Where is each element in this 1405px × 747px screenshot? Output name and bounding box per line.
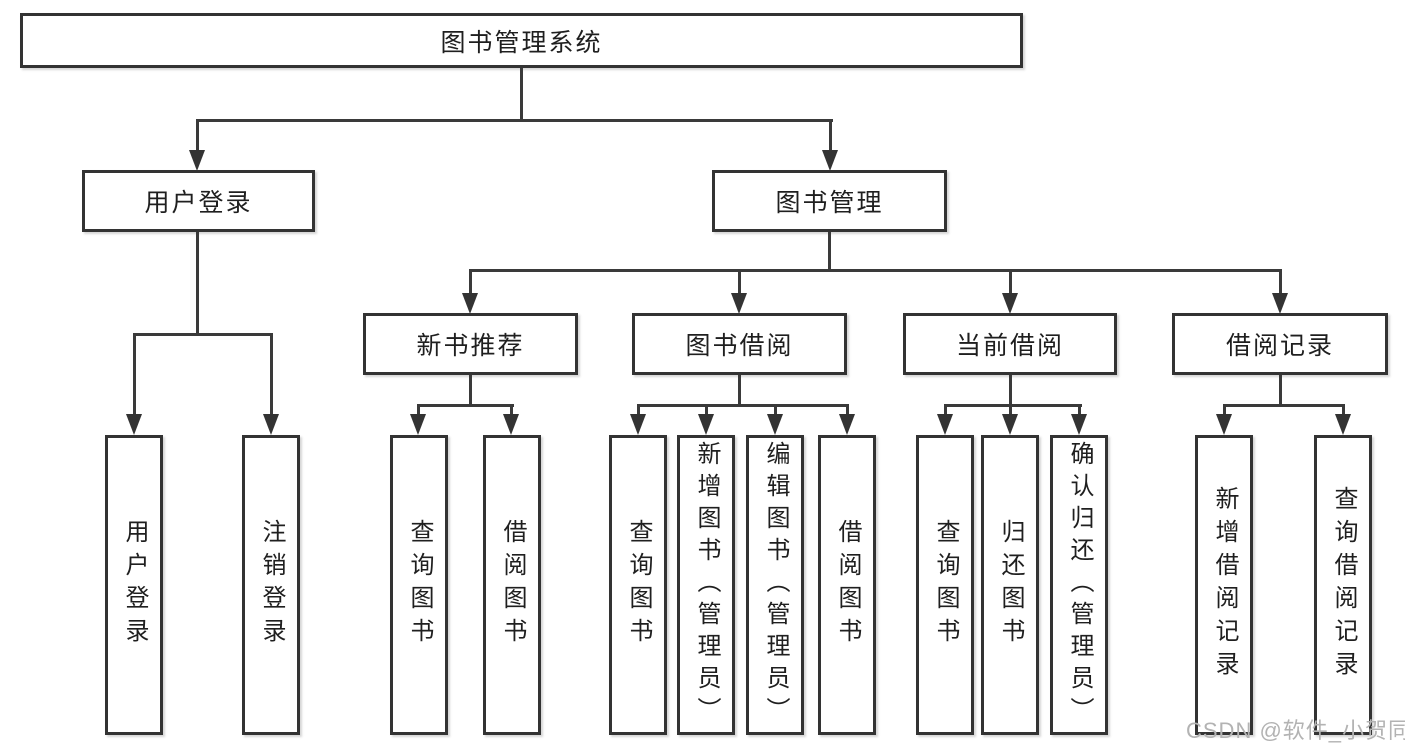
leaf-return-books: 归还图书 bbox=[981, 435, 1039, 735]
arrowhead-down-icon bbox=[1216, 414, 1232, 435]
connector-line bbox=[944, 404, 947, 416]
connector-line bbox=[1009, 269, 1012, 295]
arrowhead-down-icon bbox=[189, 150, 205, 171]
arrowhead-down-icon bbox=[767, 414, 783, 435]
leaf-edit-book-admin: 编辑图书（管理员） bbox=[746, 435, 804, 735]
csdn-watermark: CSDN @软件_小贺同学 bbox=[1186, 718, 1405, 743]
connector-line bbox=[133, 333, 136, 416]
node-borrowing-records: 借阅记录 bbox=[1172, 313, 1388, 375]
connector-line bbox=[469, 269, 472, 295]
connector-line bbox=[705, 404, 708, 416]
connector-line bbox=[469, 375, 472, 407]
node-book-borrowing: 图书借阅 bbox=[632, 313, 847, 375]
connector-line bbox=[944, 404, 1082, 407]
arrowhead-down-icon bbox=[1002, 293, 1018, 314]
arrowhead-down-icon bbox=[1272, 293, 1288, 314]
arrowhead-down-icon bbox=[410, 414, 426, 435]
arrowhead-down-icon bbox=[503, 414, 519, 435]
leaf-borrow-books: 借阅图书 bbox=[818, 435, 876, 735]
arrowhead-down-icon bbox=[630, 414, 646, 435]
connector-line bbox=[1342, 404, 1345, 416]
connector-line bbox=[417, 404, 514, 407]
node-user-login: 用户登录 bbox=[82, 170, 315, 232]
connector-line bbox=[1078, 404, 1081, 416]
connector-line bbox=[196, 119, 199, 152]
leaf-query-books-recommend: 查询图书 bbox=[390, 435, 448, 735]
arrowhead-down-icon bbox=[1002, 414, 1018, 435]
connector-line bbox=[469, 269, 1282, 272]
connector-line bbox=[828, 232, 831, 272]
leaf-logout: 注销登录 bbox=[242, 435, 300, 735]
leaf-confirm-return-admin: 确认归还（管理员） bbox=[1050, 435, 1108, 735]
leaf-user-login: 用户登录 bbox=[105, 435, 163, 735]
connector-line bbox=[520, 68, 523, 121]
connector-line bbox=[1009, 404, 1012, 416]
connector-line bbox=[1279, 269, 1282, 295]
leaf-query-books-borrowing: 查询图书 bbox=[609, 435, 667, 735]
connector-line bbox=[1009, 375, 1012, 407]
leaf-query-borrow-record: 查询借阅记录 bbox=[1314, 435, 1372, 735]
connector-line bbox=[738, 375, 741, 407]
connector-line bbox=[1279, 375, 1282, 407]
leaf-query-books-current: 查询图书 bbox=[916, 435, 974, 735]
arrowhead-down-icon bbox=[839, 414, 855, 435]
leaf-add-book-admin: 新增图书（管理员） bbox=[677, 435, 735, 735]
connector-line bbox=[417, 404, 420, 416]
connector-line bbox=[637, 404, 849, 407]
connector-line bbox=[196, 119, 833, 122]
arrowhead-down-icon bbox=[1335, 414, 1351, 435]
arrowhead-down-icon bbox=[126, 414, 142, 435]
connector-line bbox=[846, 404, 849, 416]
connector-line bbox=[133, 333, 273, 336]
connector-line bbox=[738, 269, 741, 295]
arrowhead-down-icon bbox=[822, 150, 838, 171]
connector-line bbox=[829, 119, 832, 152]
node-current-borrowing: 当前借阅 bbox=[903, 313, 1117, 375]
connector-line bbox=[1223, 404, 1345, 407]
arrowhead-down-icon bbox=[1071, 414, 1087, 435]
leaf-borrow-books-recommend: 借阅图书 bbox=[483, 435, 541, 735]
leaf-add-borrow-record: 新增借阅记录 bbox=[1195, 435, 1253, 735]
arrowhead-down-icon bbox=[698, 414, 714, 435]
arrowhead-down-icon bbox=[263, 414, 279, 435]
connector-line bbox=[196, 232, 199, 336]
arrowhead-down-icon bbox=[937, 414, 953, 435]
node-new-book-recommendation: 新书推荐 bbox=[363, 313, 578, 375]
arrowhead-down-icon bbox=[731, 293, 747, 314]
connector-line bbox=[774, 404, 777, 416]
connector-line bbox=[637, 404, 640, 416]
connector-line bbox=[510, 404, 513, 416]
connector-line bbox=[270, 333, 273, 416]
arrowhead-down-icon bbox=[462, 293, 478, 314]
node-library-management-system: 图书管理系统 bbox=[20, 13, 1023, 68]
connector-line bbox=[1223, 404, 1226, 416]
node-book-management: 图书管理 bbox=[712, 170, 947, 232]
